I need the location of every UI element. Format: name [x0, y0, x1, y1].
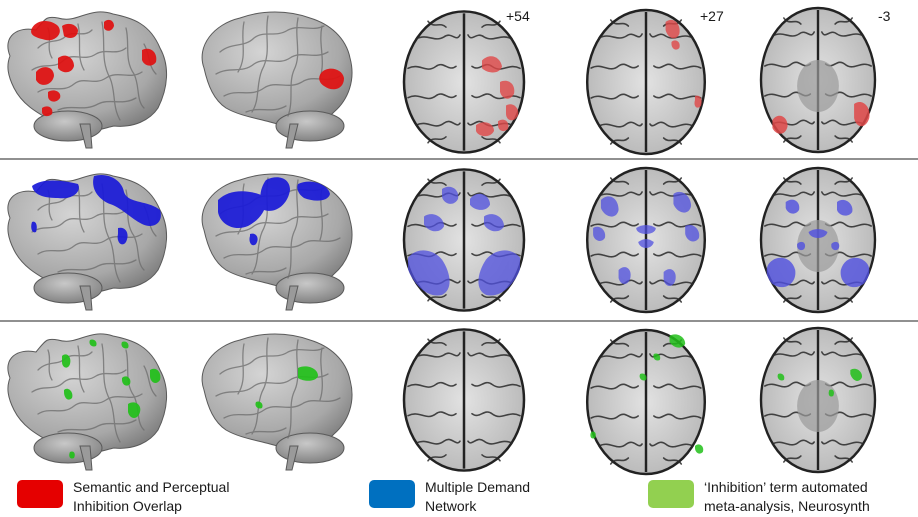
- row-semantic-inhibition: [7, 6, 877, 156]
- activation-blobs-red: [31, 19, 157, 117]
- legend-label-line2: Inhibition Overlap: [73, 498, 182, 514]
- axial-slice-blue-minus3: [759, 166, 877, 314]
- row-multiple-demand: [7, 166, 877, 314]
- legend-swatch-blue: [369, 480, 415, 508]
- axial-slice-green-54: [402, 328, 526, 472]
- axial-slice-blue-27: [585, 166, 707, 314]
- axial-slice-green-minus3: [759, 326, 877, 474]
- legend-label-line2: Network: [425, 498, 477, 514]
- brain-lateral-right-red: [201, 11, 353, 149]
- legend-label-neurosynth: ‘Inhibition’ term automated meta-analysi…: [704, 478, 870, 516]
- legend-label-semantic: Semantic and Perceptual Inhibition Overl…: [73, 478, 229, 516]
- brain-lateral-left-red: [7, 11, 168, 149]
- legend-swatch-green: [648, 480, 694, 508]
- brain-lateral-right-green: [201, 333, 353, 471]
- axial-slice-red-27: [585, 8, 707, 156]
- activation-blobs-blue: [31, 174, 161, 245]
- activation-blob-red: [319, 68, 344, 90]
- legend-label-line1: Multiple Demand: [425, 479, 531, 495]
- axial-slice-red-minus3: [759, 6, 877, 154]
- legend-label-line1: ‘Inhibition’ term automated: [704, 479, 868, 495]
- legend-item-multiple-demand: Multiple Demand Network: [369, 478, 530, 516]
- legend-item-semantic: Semantic and Perceptual Inhibition Overl…: [17, 478, 229, 516]
- brain-lateral-left-blue: [7, 173, 168, 311]
- slice-label-plus54: +54: [506, 8, 530, 24]
- legend-label-line1: Semantic and Perceptual: [73, 479, 230, 495]
- brain-lateral-left-green: [7, 333, 168, 471]
- activation-blobs-green: [62, 339, 161, 459]
- row-neurosynth-inhibition: [7, 326, 877, 476]
- axial-slice-green-27: [585, 328, 707, 476]
- slice-label-plus27: +27: [700, 8, 724, 24]
- axial-slice-red-54: [402, 10, 526, 154]
- legend-item-neurosynth: ‘Inhibition’ term automated meta-analysi…: [648, 478, 870, 516]
- legend-label-line2: meta-analysis, Neurosynth: [704, 498, 870, 514]
- brain-lateral-right-blue: [201, 173, 353, 311]
- axial-slice-blue-54: [402, 168, 526, 312]
- legend-swatch-red: [17, 480, 63, 508]
- legend-label-multiple-demand: Multiple Demand Network: [425, 478, 530, 516]
- slice-label-minus3: -3: [878, 8, 891, 24]
